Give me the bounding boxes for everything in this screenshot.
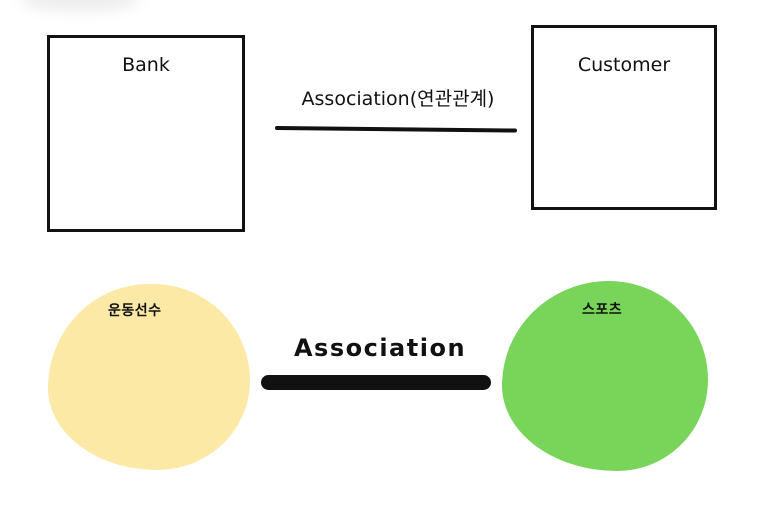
customer-class-label: Customer bbox=[577, 54, 671, 76]
sports-label: 스포츠 bbox=[582, 302, 623, 318]
sports-blob: 스포츠 bbox=[502, 281, 708, 471]
association-line-bottom bbox=[261, 375, 491, 390]
association-line-top bbox=[274, 126, 518, 133]
bank-class-box: Bank bbox=[47, 35, 245, 232]
bank-class-label: Bank bbox=[122, 54, 170, 76]
athlete-blob: 운동선수 bbox=[48, 284, 250, 470]
customer-class-box: Customer bbox=[531, 25, 717, 210]
athlete-label: 운동선수 bbox=[108, 303, 162, 319]
association-label-top: Association(연관관계) bbox=[301, 88, 495, 110]
association-label-bottom: Association bbox=[293, 334, 467, 362]
top-left-smudge bbox=[20, 0, 140, 12]
